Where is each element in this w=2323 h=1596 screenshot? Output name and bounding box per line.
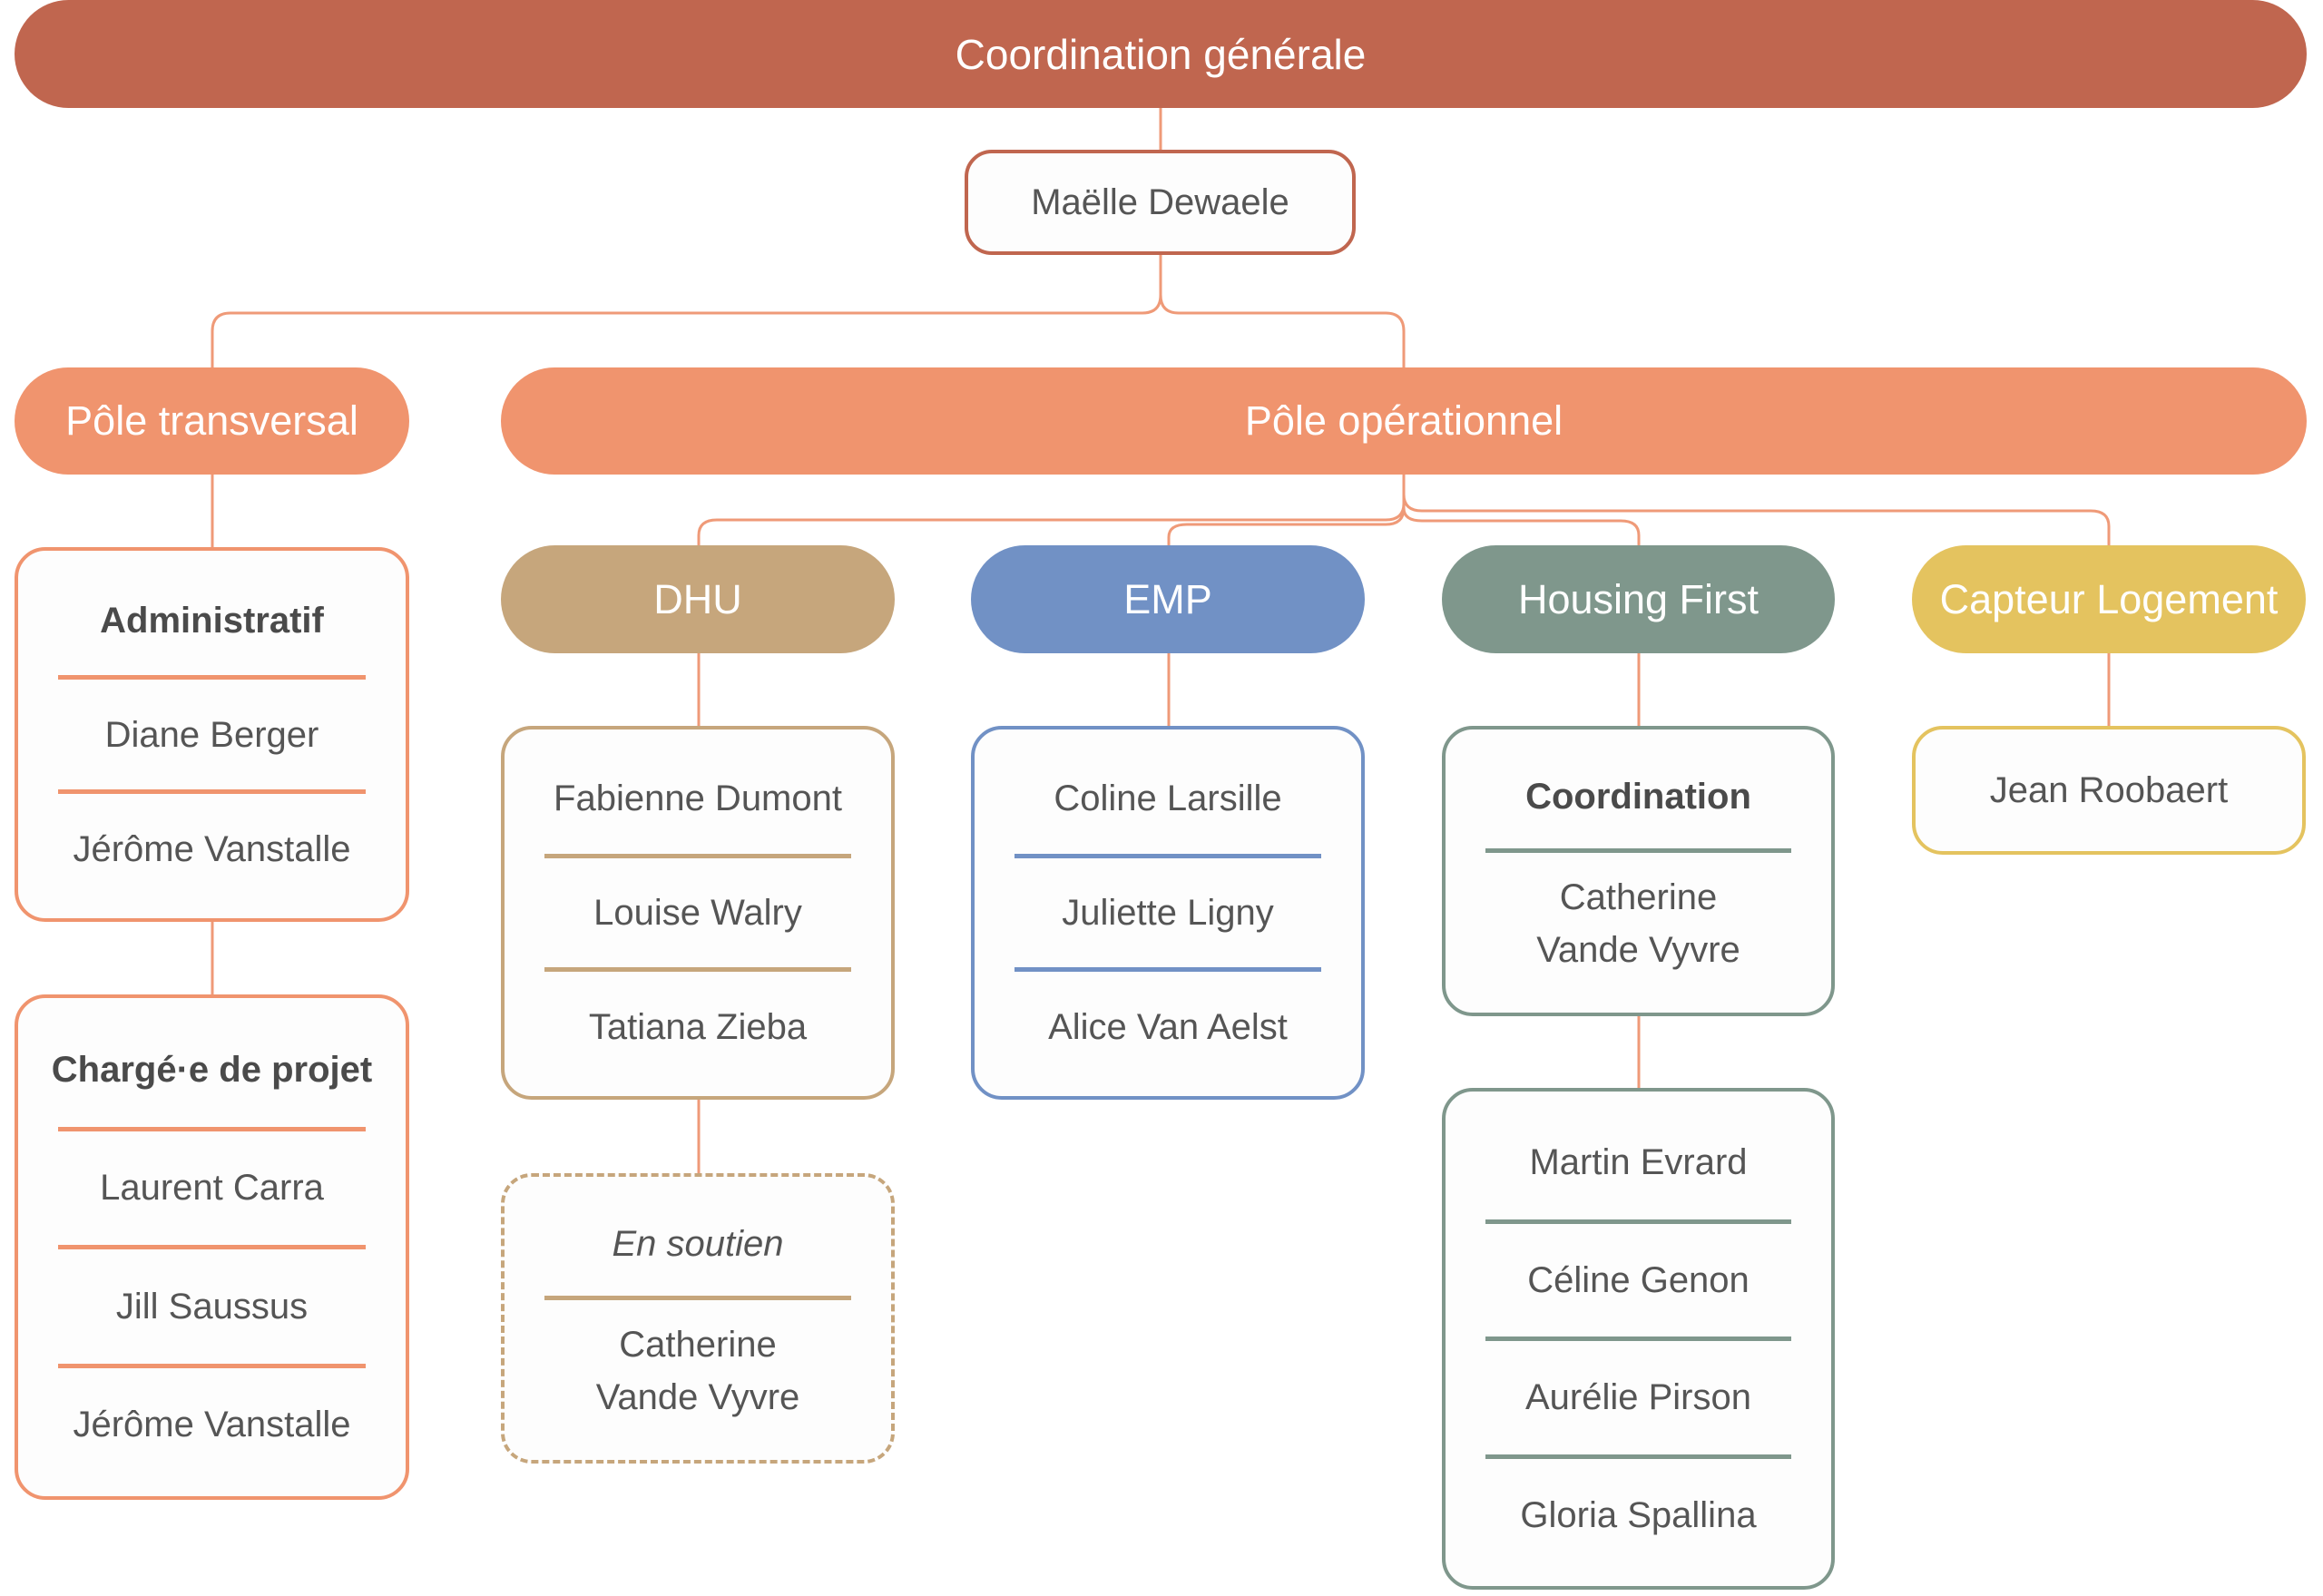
member-name: Alice Van Aelst — [1048, 1006, 1288, 1047]
lead-name: Maëlle Dewaele — [1031, 182, 1289, 222]
coordination-generale-label: Coordination générale — [955, 30, 1367, 78]
member-name: Gloria Spallina — [1520, 1494, 1757, 1535]
member-name: Jill Saussus — [115, 1286, 309, 1327]
housing-first-members-box: Martin Evrard Céline Genon Aurélie Pirso… — [1442, 1088, 1835, 1590]
charge-projet-box: Chargé·e de projet Laurent Carra Jill Sa… — [15, 994, 409, 1500]
member-name: Aurélie Pirson — [1524, 1377, 1751, 1418]
member-name: Jérôme Vanstalle — [73, 828, 351, 869]
divider — [1485, 848, 1791, 854]
member-name: Martin Evrard — [1529, 1142, 1748, 1183]
divider — [1485, 1454, 1791, 1459]
capteur-logement-box: Jean Roobaert — [1912, 726, 2306, 855]
dhu-label: DHU — [653, 575, 742, 622]
coordinator-name: Catherine Vande Vyvre — [1536, 877, 1740, 971]
divider — [1485, 1337, 1791, 1341]
divider — [544, 1296, 851, 1301]
pole-transversal-label: Pôle transversal — [65, 397, 358, 444]
divider — [544, 967, 851, 973]
member-name: Jérôme Vanstalle — [73, 1405, 351, 1445]
dhu-support-box: En soutien Catherine Vande Vyvre — [501, 1173, 895, 1464]
pole-operationnel-label: Pôle opérationnel — [1244, 397, 1563, 444]
divider — [1014, 967, 1321, 973]
pole-transversal-pill: Pôle transversal — [15, 367, 409, 475]
member-name: Fabienne Dumont — [554, 778, 842, 819]
pole-operationnel-pill: Pôle opérationnel — [501, 367, 2307, 475]
member-name: Jean Roobaert — [1989, 770, 2229, 810]
member-name: Coline Larsille — [1054, 778, 1282, 819]
member-name: Laurent Carra — [100, 1168, 324, 1209]
emp-label: EMP — [1123, 575, 1212, 622]
divider — [1485, 1219, 1791, 1224]
housing-first-coordination-box: Coordination Catherine Vande Vyvre — [1442, 726, 1835, 1016]
charge-projet-heading: Chargé·e de projet — [51, 1049, 373, 1090]
member-name: Diane Berger — [104, 714, 319, 755]
connector-lead-to-poles — [211, 255, 1162, 367]
member-name: Céline Genon — [1527, 1259, 1750, 1300]
member-name: Louise Walry — [593, 893, 802, 933]
administratif-heading: Administratif — [100, 600, 324, 641]
connector-op-to-dhu — [697, 475, 1406, 545]
connector-op-to-hf — [1402, 475, 1641, 545]
divider — [1014, 853, 1321, 858]
divider — [58, 1126, 366, 1131]
dhu-members-box: Fabienne Dumont Louise Walry Tatiana Zie… — [501, 726, 895, 1100]
capteur-logement-label: Capteur Logement — [1939, 575, 2279, 622]
lead-box: Maëlle Dewaele — [965, 150, 1356, 255]
coordination-heading: Coordination — [1525, 776, 1751, 817]
connector-op-to-capteur — [1402, 475, 2111, 545]
emp-pill: EMP — [971, 545, 1365, 653]
housing-first-pill: Housing First — [1442, 545, 1835, 653]
dhu-pill: DHU — [501, 545, 895, 653]
coordination-generale-banner: Coordination générale — [15, 0, 2307, 108]
divider — [58, 1245, 366, 1249]
support-heading: En soutien — [612, 1223, 784, 1264]
member-name: Juliette Ligny — [1062, 893, 1274, 933]
connector-op-to-emp — [1167, 475, 1406, 545]
support-member-name: Catherine Vande Vyvre — [595, 1325, 800, 1418]
administratif-box: Administratif Diane Berger Jérôme Vansta… — [15, 547, 409, 922]
emp-members-box: Coline Larsille Juliette Ligny Alice Van… — [971, 726, 1365, 1100]
housing-first-label: Housing First — [1517, 575, 1759, 622]
divider — [58, 789, 366, 794]
divider — [544, 853, 851, 858]
divider — [58, 675, 366, 680]
capteur-logement-pill: Capteur Logement — [1912, 545, 2306, 653]
member-name: Tatiana Zieba — [588, 1006, 808, 1047]
connector-lead-to-operationnel — [1159, 255, 1406, 367]
divider — [58, 1363, 366, 1368]
